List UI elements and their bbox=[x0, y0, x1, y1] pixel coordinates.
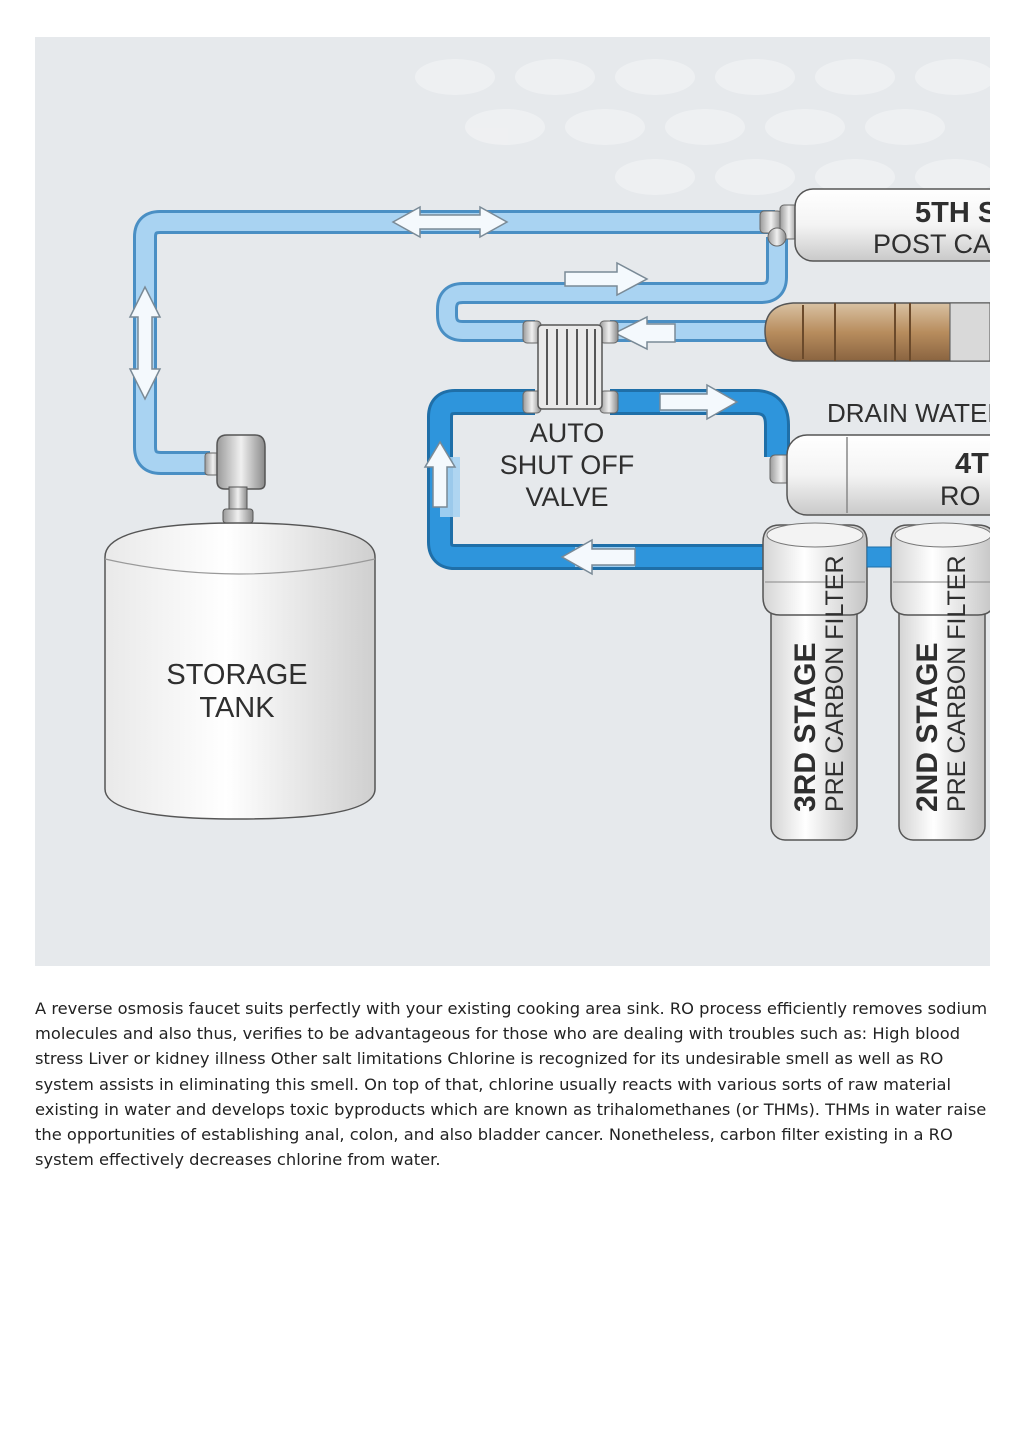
auto-shut-off-valve bbox=[522, 320, 619, 414]
arrow-left-bottom bbox=[560, 538, 636, 576]
stage2-label-line1: 2ND STAGE bbox=[911, 643, 944, 812]
valve-label-line1: AUTO bbox=[530, 418, 605, 448]
ro-system-diagram: AUTO SHUT OFF VALVE 5TH STA POST CARBO D… bbox=[35, 37, 990, 966]
flow-arrows bbox=[128, 205, 739, 576]
stage5-post-carbon-filter bbox=[759, 188, 990, 262]
tank-label-line1: STORAGE bbox=[166, 659, 307, 691]
drain-water-label: DRAIN WATER bbox=[827, 398, 990, 428]
background-pattern bbox=[415, 59, 990, 195]
stage5-label-line2: POST CARBO bbox=[873, 229, 990, 259]
stage4-label-line2: RO M bbox=[940, 481, 990, 511]
article-paragraph: A reverse osmosis faucet suits perfectly… bbox=[35, 999, 988, 1170]
valve-label-line3: VALVE bbox=[525, 482, 608, 512]
arrow-right-upper bbox=[564, 261, 649, 297]
valve-label-line2: SHUT OFF bbox=[500, 450, 635, 480]
stage5-label-line1: 5TH STA bbox=[915, 197, 990, 229]
stage3-pre-carbon-filter bbox=[762, 522, 868, 841]
stage4-ro-membrane bbox=[769, 434, 990, 516]
arrow-up-loop bbox=[423, 440, 457, 508]
stage3-label-line1: 3RD STAGE bbox=[789, 643, 822, 812]
double-arrow-vertical bbox=[128, 285, 162, 401]
stage4-label-line1: 4TH bbox=[955, 448, 990, 480]
double-arrow-top bbox=[391, 205, 509, 239]
stage2-label-line2: PRE CARBON FILTER bbox=[943, 555, 971, 812]
stage2-pre-carbon-filter bbox=[890, 522, 990, 841]
carbon-filter-cartridge bbox=[764, 302, 990, 362]
storage-tank bbox=[104, 434, 376, 820]
arrow-right-drain bbox=[659, 383, 739, 421]
arrow-left-carbon bbox=[613, 315, 676, 351]
stage3-label-line2: PRE CARBON FILTER bbox=[821, 555, 849, 812]
tank-label-line2: TANK bbox=[199, 692, 275, 724]
